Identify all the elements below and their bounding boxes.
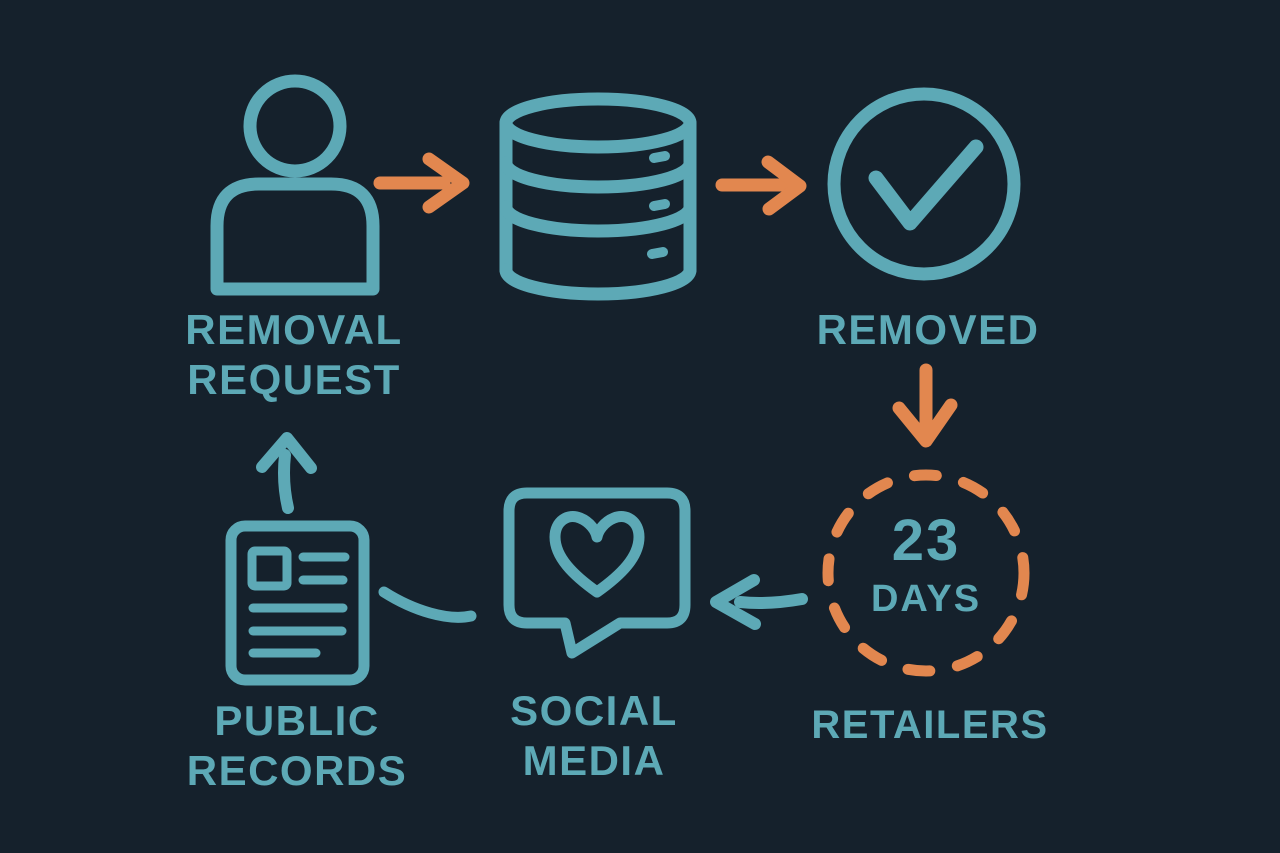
removal-request-label-line1: REMOVAL [185,306,403,353]
countdown-value: 23 [891,508,961,573]
arrow-retailers-to-social-icon [710,574,808,630]
social-media-label-line2: MEDIA [522,737,666,784]
person-icon [210,74,380,296]
arrow-removed-to-retailers-icon [892,363,958,448]
dashed-countdown-circle-icon [822,469,1030,677]
social-media-label-line1: SOCIAL [510,687,678,734]
countdown-unit: DAYS [870,578,982,620]
arrow-public-to-request-icon [256,432,317,514]
retailers-label-text: RETAILERS [811,703,1049,747]
removal-request-label: REMOVAL REQUEST [154,305,434,405]
removed-label: REMOVED [788,305,1068,355]
arrow-request-to-database-icon [373,152,470,214]
check-circle-icon [827,87,1021,281]
social-media-label: SOCIAL MEDIA [454,686,734,786]
document-icon [225,520,370,686]
removed-label-text: REMOVED [816,306,1040,353]
chat-heart-icon [503,487,691,659]
database-icon [499,92,697,301]
retailers-label: RETAILERS [790,700,1070,750]
removal-request-label-line2: REQUEST [187,356,401,403]
connector-public-to-social-icon [378,586,477,623]
public-records-label-line2: RECORDS [186,747,408,794]
public-records-label-line1: PUBLIC [214,697,380,744]
public-records-label: PUBLIC RECORDS [157,696,437,796]
arrow-database-to-removed-icon [715,155,807,216]
